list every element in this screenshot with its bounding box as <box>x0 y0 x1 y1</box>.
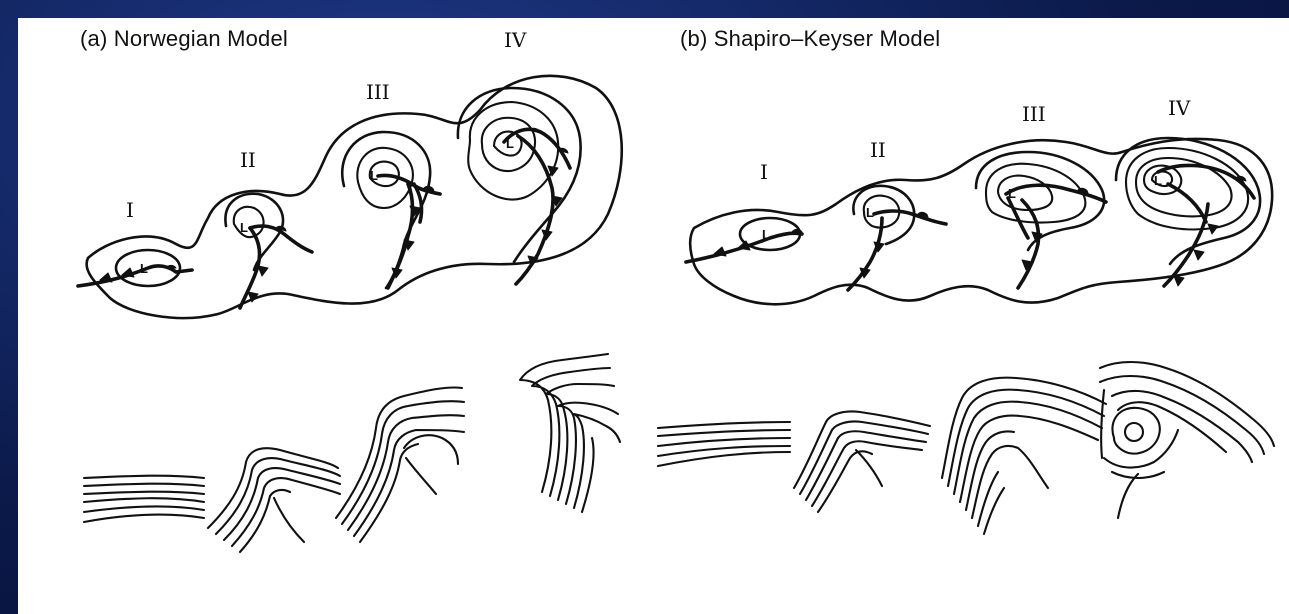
shapiro-thermal-stage-1 <box>658 422 790 466</box>
norwegian-stage-2-cyclone: L <box>225 194 312 308</box>
norwegian-thermal-stage-3 <box>336 387 464 542</box>
figure-panel: (a) Norwegian Model (b) Shapiro–Keyser M… <box>18 18 1289 614</box>
shapiro-stage-2-low-marker: L <box>866 205 874 220</box>
shapiro-thermal-stage-2 <box>794 411 930 512</box>
shapiro-thermal-stage-3 <box>942 378 1106 534</box>
shapiro-stage-1-cyclone: L <box>686 218 802 262</box>
shapiro-stage-2-cyclone: L <box>848 186 946 290</box>
norwegian-thermal-stage-2 <box>208 448 340 552</box>
norwegian-stage-2-low-marker: L <box>240 220 248 235</box>
cyclone-diagram: L L L <box>18 18 1289 614</box>
norwegian-stage-3-cyclone: L <box>342 132 440 288</box>
norwegian-stage-4-low-marker: L <box>506 136 514 151</box>
shapiro-stage-3-cyclone: L <box>976 152 1106 288</box>
shapiro-stage-3-low-marker: L <box>1008 186 1016 201</box>
norwegian-thermal-stage-1 <box>84 476 204 522</box>
shapiro-stage-1-low-marker: L <box>762 227 770 242</box>
shapiro-thermal-stage-4 <box>1100 362 1274 518</box>
norwegian-stage-1-low-marker: L <box>140 261 148 276</box>
norwegian-stage-3-low-marker: L <box>370 168 378 183</box>
norwegian-thermal-stage-4 <box>520 354 620 512</box>
shapiro-stage-4-cyclone: L <box>1116 138 1260 286</box>
shapiro-stage-4-low-marker: L <box>1154 173 1162 188</box>
